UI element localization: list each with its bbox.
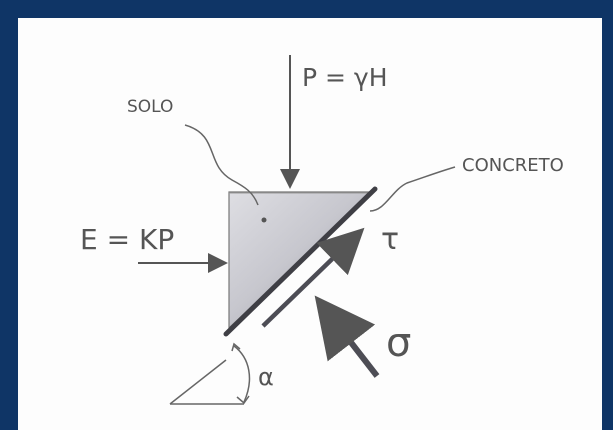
- normal-stress-label: σ: [386, 320, 411, 366]
- angle-label: α: [258, 363, 274, 391]
- angle-slope-line: [169, 359, 227, 405]
- normal-stress-arrow: [314, 295, 380, 378]
- vertical-load-label: P = γH: [302, 63, 388, 92]
- angle-arc-arrow-bottom: [236, 395, 250, 405]
- soil-label: SOLO: [127, 97, 173, 117]
- horizontal-thrust-label: E = KP: [80, 223, 174, 256]
- concrete-label: CONCRETO: [462, 155, 564, 176]
- angle-arc: [233, 345, 251, 403]
- concrete-leader-line: [369, 166, 456, 212]
- soil-point: [261, 217, 267, 223]
- soil-leader-line: [184, 124, 259, 206]
- angle-arc-arrow-top: [231, 342, 241, 352]
- shear-stress-label: τ: [381, 222, 399, 257]
- concrete-face: [223, 186, 378, 337]
- shear-stress-arrow: [261, 227, 365, 328]
